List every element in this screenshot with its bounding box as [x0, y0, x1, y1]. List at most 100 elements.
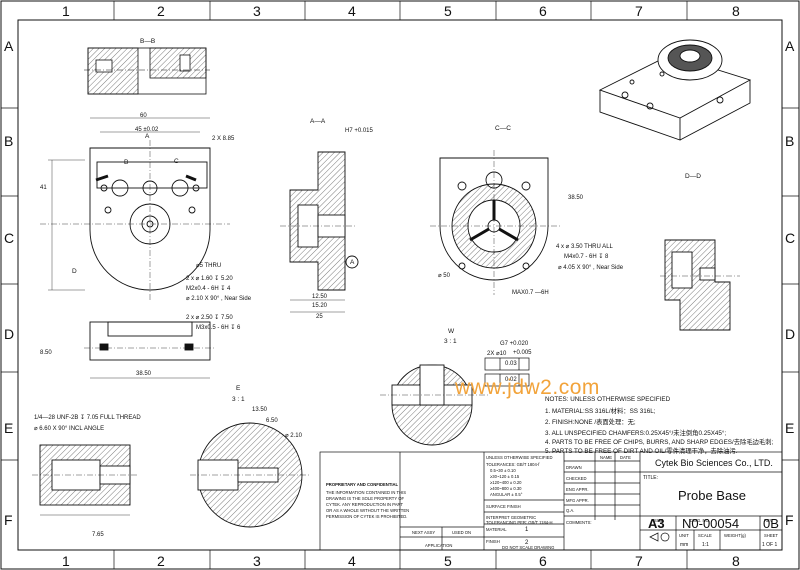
- section-label-cc: C—C: [495, 125, 511, 132]
- dim-tol005: +0.005: [513, 350, 532, 356]
- dim-g7: G7 +0.020: [500, 341, 529, 347]
- note-4: 4. PARTS TO BE FREE OF CHIPS, BURRS, AND…: [545, 439, 774, 446]
- proprietary-line: DRAWING IS THE SOLE PROPERTY OF: [326, 496, 405, 501]
- dim-41: 41: [40, 185, 47, 191]
- dim-unf: 1/4—28 UNF-2B ↧ 7.05 FULL THREAD: [34, 415, 141, 421]
- mark-d: D: [72, 268, 77, 275]
- zone-row-e-right: E: [785, 420, 795, 436]
- mark-a2: A: [350, 259, 355, 266]
- tb-dnsd: DO NOT SCALE DRAWING: [502, 545, 555, 550]
- tb-name: NAME: [600, 455, 613, 460]
- dim-2x250: 2 x ⌀ 2.50 ↧ 7.50: [186, 315, 233, 321]
- zone-row-e: E: [4, 420, 14, 436]
- dim-m2b: M2x0.4 - 6H ↧ 4: [186, 286, 231, 292]
- dim-15-20: 15.20: [312, 303, 328, 309]
- dim-m2: 2 x ⌀ 1.60 ↧ 5.20: [186, 276, 233, 282]
- dim-7-65: 7.65: [92, 532, 104, 538]
- bottom-profile: [84, 321, 215, 379]
- dim-2x885: 2 X 8.85: [212, 136, 235, 142]
- zone-col-4-bottom: 4: [348, 553, 356, 569]
- dwg-no: N0-00054: [682, 516, 740, 531]
- weight-label: WEIGHT(g): [724, 533, 746, 538]
- proprietary-line: THE INFORMATION CONTAINED IN THIS: [326, 490, 407, 495]
- section-label-bb: B—B: [140, 38, 156, 45]
- dim-12-50: 12.50: [312, 294, 328, 300]
- zone-col-8: 8: [732, 3, 740, 19]
- note-3: 3. ALL UNSPECIFIED CHAMFERS:0.25X45°/未注倒…: [545, 430, 727, 437]
- zone-row-d-right: D: [785, 326, 796, 342]
- dim-13-50: 13.50: [252, 407, 268, 413]
- detail-e-round: [190, 422, 310, 528]
- tb-tol-hdr: TOLERANCES: GB/T 1804-f: [486, 462, 540, 467]
- tb-next-assy: NEXT ASSY: [412, 530, 436, 535]
- mark-c: C: [174, 158, 179, 165]
- tb-tol-row: ≥400~800 ± 0.30: [490, 486, 522, 491]
- size-value: A3: [648, 516, 665, 531]
- proprietary-heading: PROPRIETARY AND CONFIDENTIAL: [326, 482, 399, 487]
- dim-8-50: 8.50: [40, 350, 52, 356]
- detail-label-w: W: [448, 328, 455, 335]
- dim-d50: ⌀ 50: [438, 273, 450, 279]
- mark-b: B: [124, 159, 129, 166]
- rev-label: REV: [764, 518, 773, 523]
- title-block-lines: [319, 451, 783, 551]
- notes-heading: NOTES: UNLESS OTHERWISE SPECIFIED: [545, 396, 671, 403]
- zone-col-3: 3: [253, 3, 261, 19]
- scale-value: 1:1: [702, 542, 709, 548]
- dim-m4: M4x0.7 - 6H ↧ 8: [564, 254, 609, 260]
- section-aa: [280, 151, 359, 313]
- detail-w: [380, 364, 490, 446]
- zone-row-a-right: A: [785, 38, 795, 54]
- mark-a: A: [145, 133, 150, 140]
- dim-0-03: 0.03: [505, 361, 517, 367]
- zone-col-5: 5: [444, 3, 452, 19]
- dim-2-10: ⌀ 2.10: [285, 433, 302, 439]
- isometric-view: [598, 39, 752, 141]
- zone-row-c-right: C: [785, 230, 796, 246]
- detail-label-e: E: [236, 385, 241, 392]
- zone-col-7-bottom: 7: [635, 553, 643, 569]
- section-dd: [660, 239, 740, 331]
- tb-material-ref: 1: [525, 527, 529, 533]
- tb-tol-row: ANGULAR ± 0.5°: [490, 492, 523, 497]
- zone-row-b-right: B: [785, 133, 795, 149]
- proprietary-line: PERMISSION OF CYTEK IS PROHIBITED.: [326, 514, 408, 519]
- tb-row: MFG APPR.: [566, 498, 589, 503]
- dwg-no-label: DWG. NO.: [690, 518, 711, 523]
- tb-row: ENG APPR.: [566, 487, 589, 492]
- section-cc: [430, 150, 560, 295]
- watermark: www.jdw2.com: [455, 376, 600, 399]
- dim-m3: M3x0.5 - 6H ↧ 6: [196, 325, 241, 331]
- zone-col-7: 7: [635, 3, 643, 19]
- note-2: 2. FINISH:NONE /表面处理：无;: [545, 419, 636, 426]
- zone-col-8-bottom: 8: [732, 553, 740, 569]
- unit-label: UNIT: [679, 533, 689, 538]
- tb-row: Q.A.: [566, 508, 575, 513]
- dim-thru5: ⌀5 THRU: [196, 263, 222, 269]
- zone-row-f-right: F: [785, 512, 794, 528]
- zone-col-6: 6: [539, 3, 547, 19]
- dim-m4c: ⌀ 4.05 X 90° , Near Side: [558, 265, 624, 271]
- zone-row-b: B: [4, 133, 14, 149]
- drawing-title: Probe Base: [678, 488, 746, 503]
- tb-row: DRAWN: [566, 465, 582, 470]
- rev-value: 0B: [763, 516, 779, 531]
- tb-surface: SURFACE FINISH: [486, 504, 521, 509]
- tb-row: COMMENTS:: [566, 520, 592, 525]
- tb-interp: INTERPRET GEOMETRIC TOLERANCING PER: GB/…: [486, 515, 553, 525]
- company-name: Cytek Bio Sciences Co., LTD.: [655, 458, 773, 468]
- size-label: SIZE: [654, 518, 664, 523]
- tb-tol-row: ≥30~120 ± 0.15: [490, 474, 520, 479]
- zone-col-3-bottom: 3: [253, 553, 261, 569]
- dim-60: 60: [140, 113, 147, 119]
- zone-col-4: 4: [348, 3, 356, 19]
- sheet-label: SHEET: [764, 533, 778, 538]
- dim-m2c: ⌀ 2.10 X 90° , Near Side: [186, 296, 252, 302]
- tb-used-on: USED ON: [452, 530, 472, 535]
- tb-row: CHECKED: [566, 476, 587, 481]
- unit-value: mm: [680, 542, 689, 548]
- detail-scale-e: 3 : 1: [232, 396, 245, 403]
- title-label: TITLE:: [643, 475, 659, 481]
- detail-scale-w: 3 : 1: [444, 338, 457, 345]
- scale-label: SCALE: [698, 533, 712, 538]
